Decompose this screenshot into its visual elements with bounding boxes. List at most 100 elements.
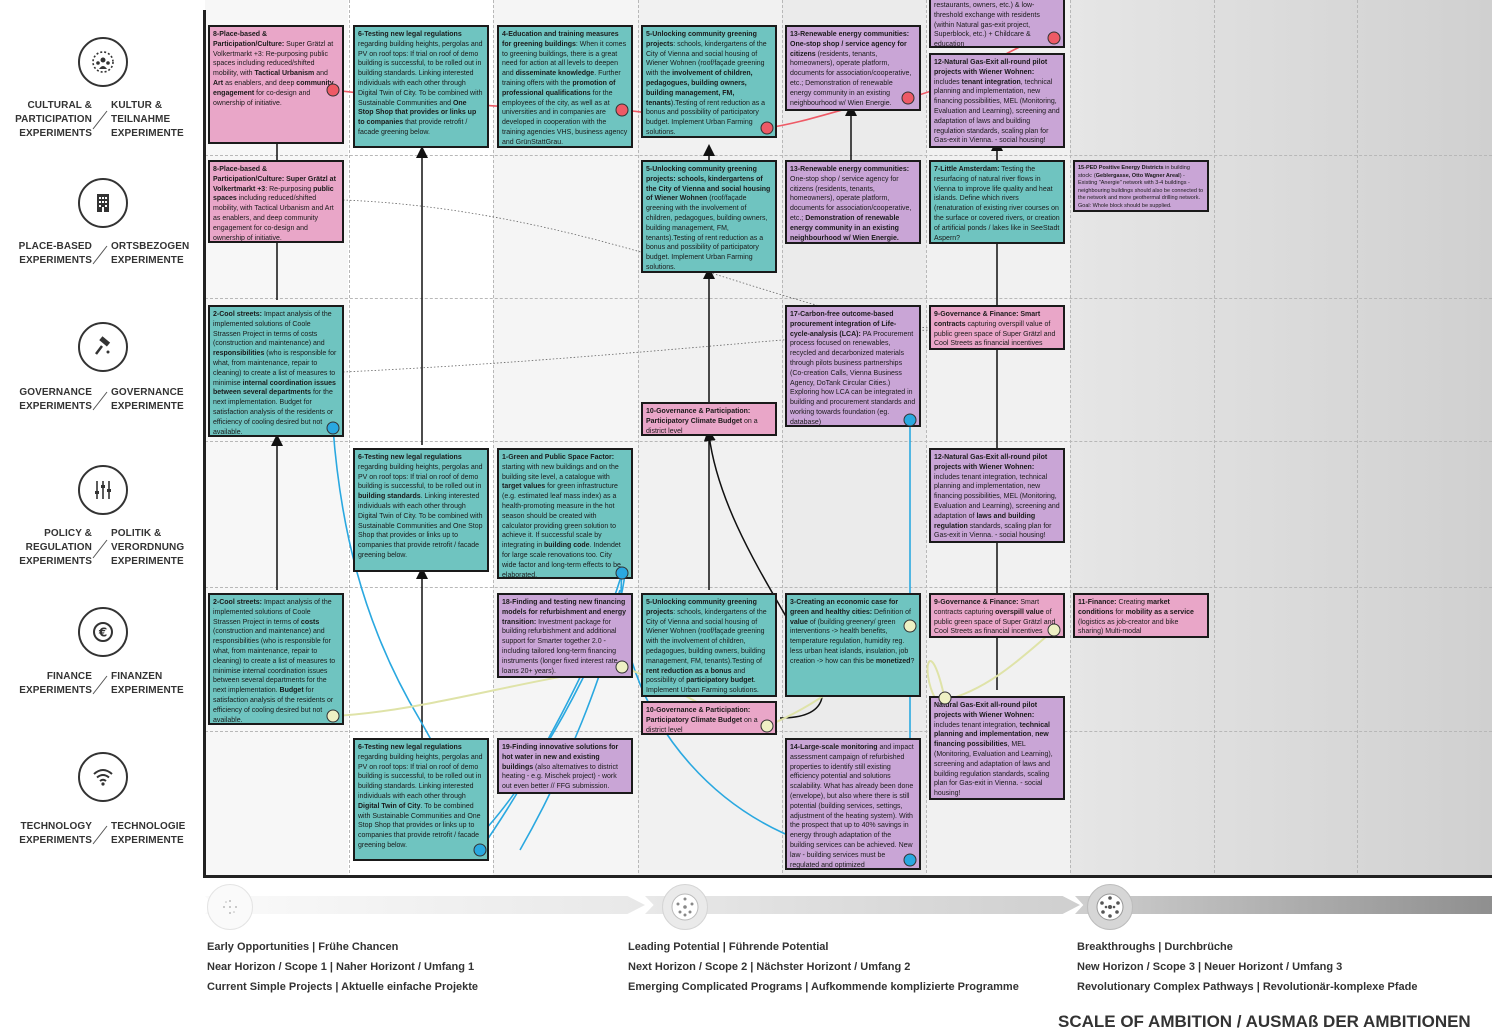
node-red[interactable] [760, 121, 774, 135]
row-label-en: CULTURAL & PARTICIPATION EXPERIMENTS [15, 100, 92, 139]
slash-separator [92, 110, 108, 130]
node-yellow[interactable] [903, 619, 917, 633]
node-yellow[interactable] [326, 709, 340, 723]
node-blue[interactable] [615, 566, 629, 580]
wifi-icon [78, 752, 128, 802]
box-text: 5-Unlocking community greening projects:… [646, 166, 771, 271]
node-red[interactable] [901, 91, 915, 105]
box-text: 7-Little Amsterdam: Testing the resurfac… [934, 166, 1060, 242]
node-yellow[interactable] [938, 691, 952, 705]
experiment-box-8[interactable]: 8-Place-based & Participation/Culture: S… [208, 160, 344, 243]
node-blue[interactable] [473, 843, 487, 857]
phase-band-3 [1075, 896, 1492, 914]
experiment-box-2[interactable]: 2-Cool streets: Impact analysis of the i… [208, 593, 344, 725]
experiment-box-10[interactable]: 10-Governance & Participation: Participa… [641, 402, 777, 436]
phase-horizon: Next Horizon / Scope 2 | Nächster Horizo… [628, 961, 911, 973]
row-label-de: KULTUR & TEILNAHME EXPERIMENTE [111, 100, 184, 139]
experiment-box-5[interactable]: 5-Unlocking community greening projects:… [641, 160, 777, 273]
experiment-box-12[interactable]: 12-Natural Gas-Exit all-round pilot proj… [929, 448, 1065, 543]
phase-subtitle: Revolutionary Complex Pathways | Revolut… [1077, 981, 1418, 993]
experiment-box-14[interactable]: 14-Large-scale monitoring and impact ass… [785, 738, 921, 870]
box-text: 3-Creating an economic case for green an… [790, 599, 915, 665]
experiment-box-17[interactable]: 17-Carbon-free outcome-based procurement… [785, 305, 921, 427]
phase-band-2 [645, 896, 1080, 914]
grid-line [493, 0, 494, 878]
experiment-box-5[interactable]: 5-Unlocking community greening projects:… [641, 25, 777, 138]
experiment-box-4[interactable]: 4-Education and training measures for gr… [497, 25, 633, 148]
experiment-box-15[interactable]: 15-PED Positive Energy Districts in buil… [1073, 160, 1209, 212]
row-label-de: POLITIK & VERORDNUNG EXPERIMENTE [111, 528, 185, 567]
experiment-box-11[interactable]: 11-Finance: Creating market conditions f… [1073, 593, 1209, 638]
experiment-box-6[interactable]: 6-Testing new legal regulations regardin… [353, 25, 489, 148]
node-red[interactable] [615, 103, 629, 117]
phase-scope-2: Leading Potential | Führende Potential N… [628, 937, 1019, 997]
x-axis [203, 875, 1492, 878]
people-icon [78, 37, 128, 87]
box-text: 6-Testing new legal regulations regardin… [358, 744, 483, 849]
phase-title: Leading Potential | Führende Potential [628, 941, 829, 953]
row-label-de: ORTSBEZOGEN EXPERIMENTE [111, 241, 190, 266]
experiment-box-18[interactable]: 18-Finding and testing new financing mod… [497, 593, 633, 678]
experiment-box-10[interactable]: 10-Governance & Participation: Participa… [641, 701, 777, 735]
node-blue[interactable] [326, 421, 340, 435]
dots-dense-icon [1087, 884, 1133, 930]
phase-scope-1: Early Opportunities | Frühe Chancen Near… [207, 937, 478, 997]
box-text: 9-Governance & Finance: Smart contracts … [934, 311, 1056, 348]
svg-text:€: € [98, 626, 107, 640]
phase-scope-3: Breakthroughs | Durchbrüche New Horizon … [1077, 937, 1418, 997]
experiment-box-7[interactable]: 7-Little Amsterdam: Testing the resurfac… [929, 160, 1065, 244]
phase-band-1 [205, 896, 645, 914]
box-text: 8-Place-based & Participation/Culture: S… [213, 166, 336, 242]
box-text: 19-Finding innovative solutions for hot … [502, 744, 619, 791]
box-text: 18-Finding and testing new financing mod… [502, 599, 627, 675]
experiment-box-6[interactable]: 6-Testing new legal regulations regardin… [353, 448, 489, 572]
node-yellow[interactable] [760, 719, 774, 733]
node-red[interactable] [326, 83, 340, 97]
box-text: 13-Renewable energy communities: One-sto… [790, 31, 912, 107]
box-text: 6-Testing new legal regulations regardin… [358, 31, 483, 136]
grid-line [1070, 0, 1071, 878]
row-label-en: POLICY & REGULATION EXPERIMENTS [19, 528, 92, 567]
node-red[interactable] [1047, 31, 1061, 45]
experiment-box-continued[interactable]: restaurants, owners, etc.) & low-thresho… [929, 0, 1065, 48]
experiment-box-8[interactable]: 8-Place-based & Participation/Culture: S… [208, 25, 344, 144]
node-blue[interactable] [903, 413, 917, 427]
box-text: 9-Governance & Finance: Smart contracts … [934, 599, 1056, 636]
experiment-box-9[interactable]: 9-Governance & Finance: Smart contracts … [929, 305, 1065, 350]
node-yellow[interactable] [615, 660, 629, 674]
experiment-box-5[interactable]: 5-Unlocking community greening projects:… [641, 593, 777, 697]
box-text: 2-Cool streets: Impact analysis of the i… [213, 599, 336, 724]
grid-line [1357, 0, 1358, 878]
grid-line [638, 0, 639, 878]
box-text: restaurants, owners, etc.) & low-thresho… [934, 2, 1040, 48]
experiment-box-2[interactable]: 2-Cool streets: Impact analysis of the i… [208, 305, 344, 437]
experiment-box-13[interactable]: 13-Renewable energy communities: One-sto… [785, 160, 921, 244]
experiment-box-12[interactable]: 12-Natural Gas-Exit all-round pilot proj… [929, 53, 1065, 148]
phase-horizon: Near Horizon / Scope 1 | Naher Horizont … [207, 961, 475, 973]
phase-subtitle: Emerging Complicated Programs | Aufkomme… [628, 981, 1019, 993]
experiment-box-12[interactable]: Natural Gas-Exit all-round pilot project… [929, 696, 1065, 800]
experiment-box-3[interactable]: 3-Creating an economic case for green an… [785, 593, 921, 697]
box-text: 12-Natural Gas-Exit all-round pilot proj… [934, 59, 1060, 145]
experiment-box-1[interactable]: 1-Green and Public Space Factor: startin… [497, 448, 633, 579]
experiment-box-9[interactable]: 9-Governance & Finance: Smart contracts … [929, 593, 1065, 638]
box-text: 13-Renewable energy communities: One-sto… [790, 166, 912, 242]
grid-line [205, 155, 1492, 156]
sliders-icon [78, 465, 128, 515]
dots-medium-icon [662, 884, 708, 930]
box-text: 5-Unlocking community greening projects:… [646, 31, 767, 136]
box-text: 8-Place-based & Participation/Culture: S… [213, 31, 334, 107]
node-yellow[interactable] [1047, 623, 1061, 637]
node-blue[interactable] [903, 853, 917, 867]
row-label-de: GOVERNANCE EXPERIMENTE [111, 387, 184, 412]
euro-icon: € [78, 607, 128, 657]
row-label-en: GOVERNANCE EXPERIMENTS [19, 387, 92, 412]
experiment-box-6[interactable]: 6-Testing new legal regulations regardin… [353, 738, 489, 861]
experiment-box-19[interactable]: 19-Finding innovative solutions for hot … [497, 738, 633, 794]
box-text: 1-Green and Public Space Factor: startin… [502, 454, 621, 579]
y-axis [203, 10, 206, 878]
experiment-box-13[interactable]: 13-Renewable energy communities: One-sto… [785, 25, 921, 111]
box-text: 17-Carbon-free outcome-based procurement… [790, 311, 916, 426]
phase-horizon: New Horizon / Scope 3 | Neuer Horizont /… [1077, 961, 1343, 973]
